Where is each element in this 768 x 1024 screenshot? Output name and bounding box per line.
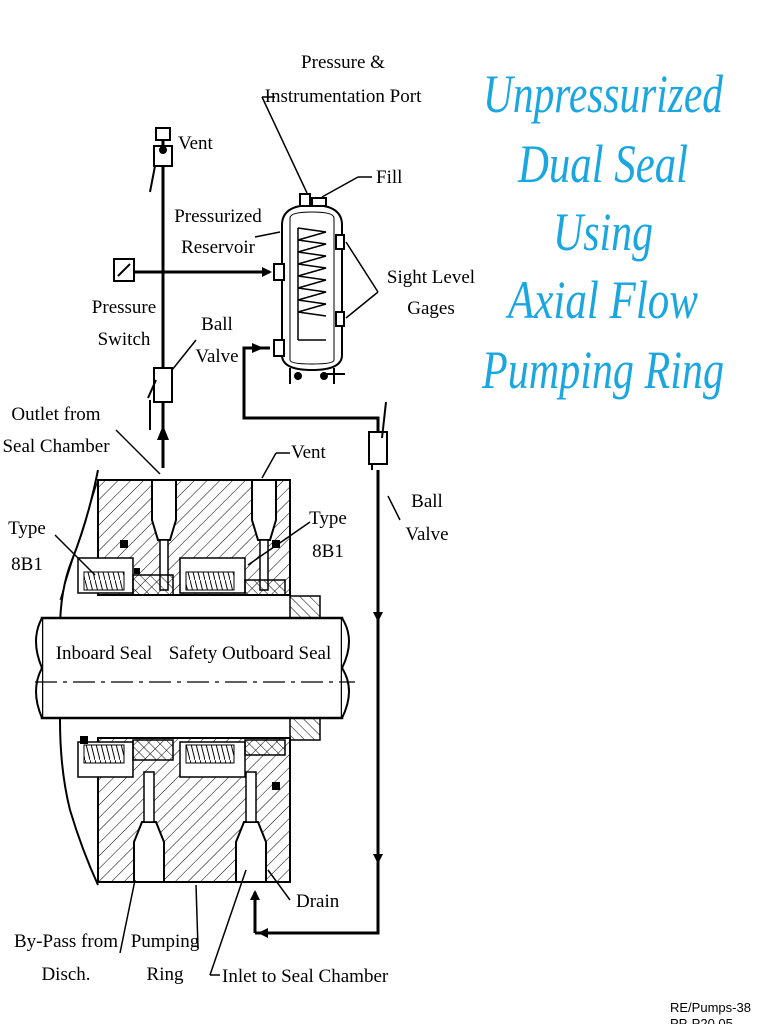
diagram-title: Unpressurized Dual Seal Using Axial Flow… — [481, 64, 724, 400]
vent-valve-icon — [149, 127, 173, 193]
label-type-right: Type — [309, 508, 347, 529]
ball-valve-right-icon — [368, 401, 388, 470]
label-type-left: 8B1 — [11, 554, 43, 575]
leader-lines — [54, 96, 401, 976]
label-outboard-seal: Safety Outboard Seal — [169, 643, 332, 664]
label-ball-valve-top: Valve — [195, 346, 238, 367]
label-pressure-port: Instrumentation Port — [265, 86, 422, 107]
label-vent-body: Vent — [291, 442, 327, 463]
label-ball-valve-top: Ball — [201, 314, 233, 335]
label-ball-valve-right: Ball — [411, 491, 443, 512]
label-type-right: 8B1 — [312, 541, 344, 562]
label-vent-top: Vent — [178, 133, 214, 154]
label-inboard-seal: Inboard Seal — [56, 643, 153, 664]
title-line: Unpressurized — [483, 64, 724, 124]
label-pumping-ring: Ring — [147, 964, 184, 985]
label-reservoir: Pressurized — [174, 206, 262, 227]
title-line: Using — [553, 202, 653, 262]
label-pumping-ring: Pumping — [131, 931, 200, 952]
label-drain: Drain — [296, 891, 340, 912]
shaft — [35, 616, 355, 720]
label-outlet: Seal Chamber — [2, 436, 110, 457]
reservoir-icon — [273, 193, 345, 384]
seal-housing — [59, 469, 321, 886]
footer-code: RE/Pumps-38 — [670, 1000, 751, 1015]
label-sight-gages: Gages — [407, 298, 454, 319]
ball-valve-icon — [147, 367, 173, 430]
label-inlet: Inlet to Seal Chamber — [222, 966, 389, 987]
label-sight-gages: Sight Level — [387, 267, 475, 288]
label-pressure-switch: Switch — [98, 329, 151, 350]
label-bypass: By-Pass from — [14, 931, 118, 952]
title-line: Axial Flow — [506, 270, 698, 330]
footer-code: PP-P20 05 — [670, 1016, 733, 1024]
label-type-left: Type — [8, 518, 46, 539]
diagram-labels: Pressure & Instrumentation Port Vent Fil… — [2, 52, 475, 987]
title-line: Dual Seal — [517, 134, 688, 194]
label-bypass: Disch. — [41, 964, 90, 985]
label-pressure-port: Pressure & — [301, 52, 385, 73]
label-ball-valve-right: Valve — [405, 524, 448, 545]
label-outlet: Outlet from — [11, 404, 100, 425]
slide-footer: RE/Pumps-38 PP-P20 05 — [670, 1000, 751, 1024]
label-fill: Fill — [376, 167, 402, 188]
title-line: Pumping Ring — [481, 340, 724, 400]
flow-arrow — [157, 343, 264, 440]
label-pressure-switch: Pressure — [92, 297, 156, 318]
pressure-switch-icon — [113, 258, 135, 282]
label-reservoir: Reservoir — [181, 237, 256, 258]
